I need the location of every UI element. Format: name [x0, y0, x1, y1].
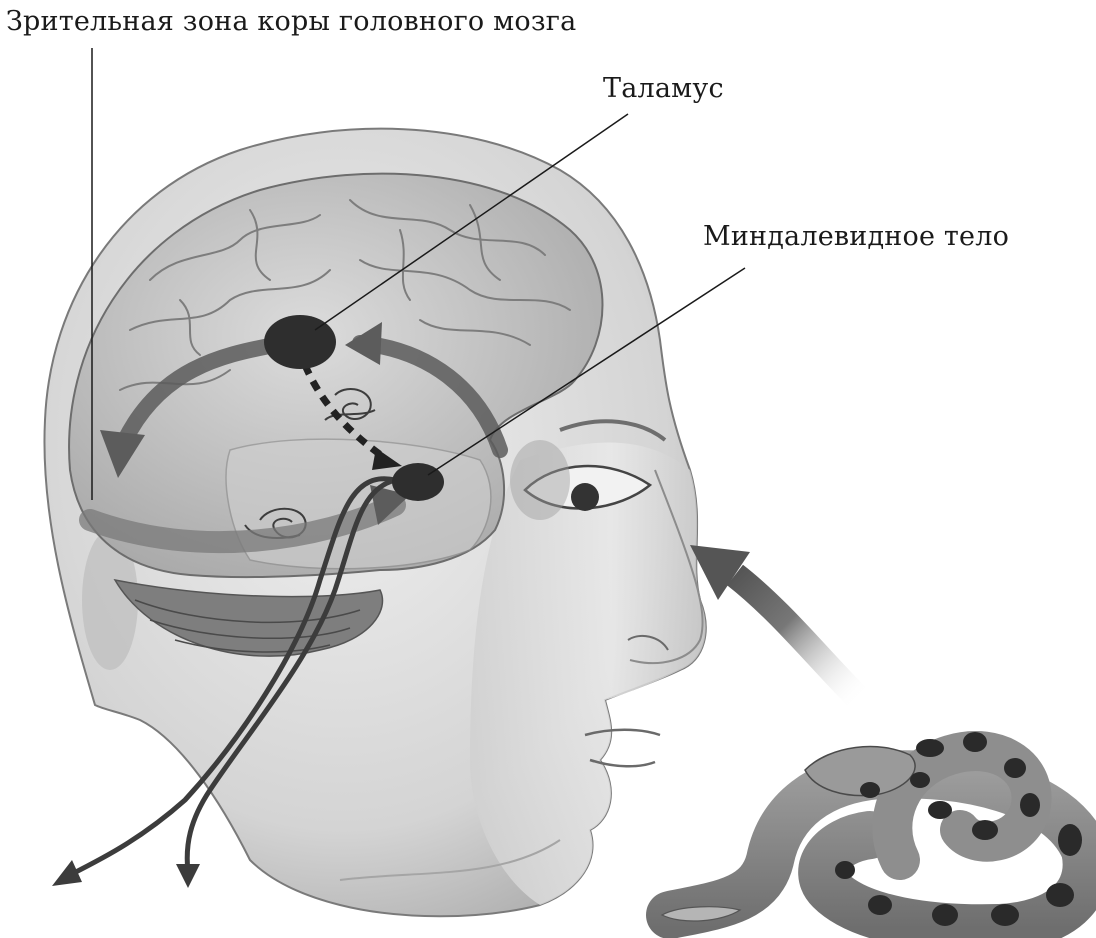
visual-cortex-label: Зрительная зона коры головного мозга [6, 6, 576, 37]
thalamus-label: Таламус [603, 73, 724, 104]
visual-input-arrow [690, 545, 860, 700]
snake [662, 732, 1087, 928]
amygdala-label: Миндалевидное тело [703, 221, 1009, 252]
efferent-arrowhead-right [176, 864, 200, 888]
efferent-arrowhead-left [52, 860, 82, 886]
amygdala-nucleus [392, 463, 444, 501]
eye-socket [510, 440, 570, 520]
iris [571, 483, 599, 511]
